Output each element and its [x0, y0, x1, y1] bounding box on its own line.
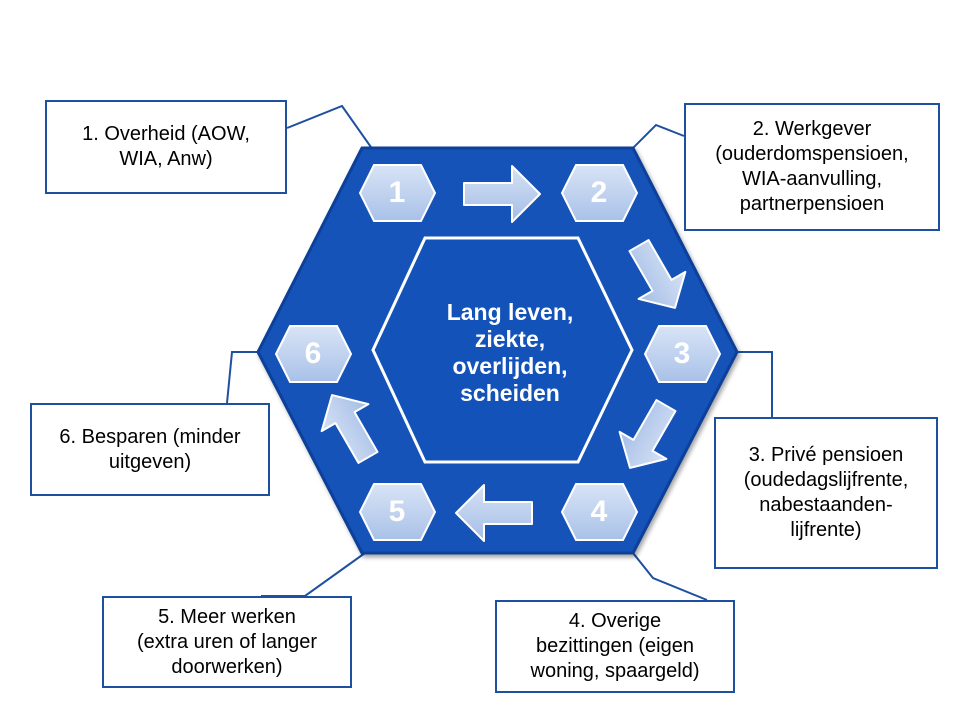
- callout-5-line-2: (extra uren of langer: [136, 630, 318, 653]
- callout-6-line-1: 6. Besparen (minder: [59, 425, 241, 448]
- connector-4: [632, 552, 708, 601]
- arrow-1-to-2: [463, 165, 541, 223]
- callout-3-line-4: lijfrente): [790, 519, 862, 541]
- center-label: Lang leven, ziekte, overlijden, scheiden: [420, 282, 600, 424]
- callout-2-line-3: WIA-aanvulling,: [741, 168, 883, 190]
- callout-4-line-2: bezittingen (eigen: [536, 635, 694, 657]
- callout-3-line-2: (oudedagslijfrente,: [743, 469, 909, 491]
- center-line-3: overlijden,: [452, 353, 568, 379]
- callout-3-prive-pensioen: 3. Privé pensioen (oudedagslijfrente, na…: [714, 417, 938, 569]
- badge-number-6: 6: [304, 337, 322, 370]
- connector-3: [737, 351, 773, 417]
- callout-4-overige-bezittingen: 4. Overige bezittingen (eigen woning, sp…: [495, 600, 735, 693]
- arrow-4-to-5: [455, 484, 533, 542]
- callout-2-line-2: (ouderdomspensioen,: [715, 143, 909, 165]
- connector-6: [226, 351, 260, 404]
- connector-2: [632, 123, 685, 149]
- connector-1: [286, 104, 374, 151]
- badge-number-4: 4: [590, 495, 608, 528]
- callout-3-line-1: 3. Privé pensioen: [748, 444, 904, 466]
- arrow-2-to-3: [628, 239, 687, 309]
- center-line-1: Lang leven,: [446, 299, 574, 325]
- center-line-2: ziekte,: [474, 326, 546, 352]
- badge-number-3: 3: [673, 337, 691, 370]
- arrow-3-to-4: [618, 399, 677, 469]
- badge-5: [358, 483, 437, 541]
- connector-5: [261, 552, 366, 597]
- callout-5-meer-werken: 5. Meer werken (extra uren of langer doo…: [102, 596, 352, 688]
- badge-4: [560, 483, 639, 541]
- arrow-5-to-6: [320, 394, 379, 464]
- badge-6: [274, 325, 353, 383]
- badge-number-5: 5: [388, 495, 406, 528]
- callout-5-line-1: 5. Meer werken: [158, 605, 296, 628]
- callout-3-line-3: nabestaanden-: [759, 494, 893, 516]
- badge-3: [643, 325, 722, 383]
- center-hexagon: [371, 236, 634, 464]
- center-line-4: scheiden: [460, 380, 560, 406]
- badge-1: [358, 164, 437, 222]
- callout-6-line-2: uitgeven): [108, 450, 192, 473]
- callout-2-line-1: 2. Werkgever: [752, 118, 872, 140]
- callout-6-besparen: 6. Besparen (minder uitgeven): [30, 403, 270, 496]
- callout-2-line-4: partnerpensioen: [739, 193, 885, 215]
- callout-4-line-3: woning, spaargeld): [530, 660, 700, 682]
- callout-1-line-1: 1. Overheid (AOW,: [82, 123, 250, 145]
- badge-2: [560, 164, 639, 222]
- callout-2-werkgever: 2. Werkgever (ouderdomspensioen, WIA-aan…: [684, 103, 940, 231]
- badge-number-1: 1: [388, 176, 406, 209]
- callout-4-line-1: 4. Overige: [568, 610, 662, 632]
- badge-number-2: 2: [590, 176, 608, 209]
- cycle-arrows: [320, 165, 687, 542]
- callout-1-overheid: 1. Overheid (AOW, WIA, Anw): [45, 100, 287, 194]
- callout-5-line-3: doorwerken): [171, 655, 283, 678]
- number-badges: [274, 164, 722, 541]
- callout-1-line-2: WIA, Anw): [119, 148, 213, 170]
